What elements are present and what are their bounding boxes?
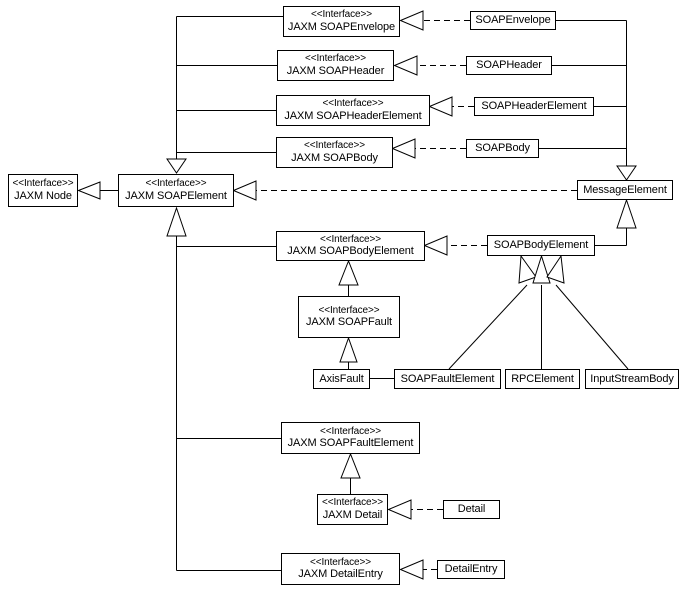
stereotype-label: <<Interface>>: [12, 178, 74, 190]
node-detail[interactable]: Detail: [443, 500, 500, 519]
node-jaxm-soapfault[interactable]: <<Interface>> JAXM SOAPFault: [298, 296, 400, 338]
node-label: SOAPHeader: [476, 59, 542, 72]
node-jaxm-detailentry[interactable]: <<Interface>> JAXM DetailEntry: [281, 553, 400, 585]
generalization-arrow-soapelement-top: [166, 158, 187, 174]
node-label: DetailEntry: [444, 563, 498, 576]
realization-arrow-soapheader: [393, 55, 418, 76]
node-jaxm-soapheaderelement[interactable]: <<Interface>> JAXM SOAPHeaderElement: [276, 95, 430, 126]
generalization-arrow-messageelement-top: [616, 165, 637, 181]
generalization-arrow-messageelement-bottom: [616, 198, 637, 229]
generalization-arrow-axisfault: [339, 336, 358, 363]
realization-arrow-soapbody: [391, 138, 416, 159]
node-jaxm-soapheader[interactable]: <<Interface>> JAXM SOAPHeader: [277, 50, 394, 81]
node-jaxm-detail[interactable]: <<Interface>> JAXM Detail: [317, 494, 388, 525]
realization-arrow-detail: [387, 499, 412, 520]
node-label: SOAPHeaderElement: [481, 100, 587, 113]
node-jaxm-soapbodyelement[interactable]: <<Interface>> JAXM SOAPBodyElement: [276, 231, 425, 261]
generalization-arrow-jaxm-node: [77, 181, 101, 200]
node-label: AxisFault: [319, 372, 364, 385]
realization-arrow-soapenvelope: [399, 10, 424, 31]
node-label: JAXM SOAPBody: [291, 151, 378, 164]
node-soapenvelope[interactable]: SOAPEnvelope: [470, 11, 556, 30]
node-label: JAXM DetailEntry: [298, 568, 383, 581]
node-soapbody[interactable]: SOAPBody: [466, 139, 539, 158]
node-label: JAXM SOAPFault: [305, 316, 392, 329]
node-label: JAXM SOAPHeader: [286, 64, 385, 77]
node-detailentry[interactable]: DetailEntry: [437, 560, 505, 579]
node-soapheaderelement[interactable]: SOAPHeaderElement: [474, 97, 594, 116]
stereotype-label: <<Interface>>: [320, 425, 381, 437]
node-label: Detail: [457, 503, 486, 516]
node-soapfaultelement[interactable]: SOAPFaultElement: [394, 369, 501, 389]
node-label: InputStreamBody: [590, 372, 674, 385]
node-jaxm-soapelement[interactable]: <<Interface>> JAXM SOAPElement: [118, 174, 234, 207]
node-label: RPCElement: [511, 372, 574, 385]
node-label: SOAPBodyElement: [493, 239, 589, 252]
node-label: SOAPFaultElement: [400, 372, 495, 385]
generalization-arrow-inputstreambody: [546, 254, 565, 284]
stereotype-label: <<Interface>>: [322, 497, 383, 509]
node-soapbodyelement[interactable]: SOAPBodyElement: [487, 235, 595, 256]
node-messageelement[interactable]: MessageElement: [577, 180, 673, 200]
stereotype-label: <<Interface>>: [305, 53, 366, 65]
stereotype-label: <<Interface>>: [320, 233, 381, 245]
generalization-arrow-jaxm-detail: [340, 452, 361, 479]
node-inputstreambody[interactable]: InputStreamBody: [585, 369, 679, 389]
node-label: JAXM Detail: [322, 508, 383, 521]
realization-arrow-detailentry: [399, 559, 424, 580]
stereotype-label: <<Interface>>: [311, 9, 372, 21]
node-label: SOAPBody: [475, 142, 530, 155]
node-jaxm-soapfaultelement[interactable]: <<Interface>> JAXM SOAPFaultElement: [281, 422, 420, 454]
generalization-arrow-soapfaultelement: [518, 254, 537, 284]
node-label: JAXM SOAPFaultElement: [287, 437, 414, 450]
generalization-arrow-soapelement-bottom: [166, 206, 187, 237]
node-jaxm-soapenvelope[interactable]: <<Interface>> JAXM SOAPEnvelope: [283, 6, 400, 37]
node-label: JAXM SOAPEnvelope: [287, 20, 396, 33]
generalization-arrow-soapfault: [338, 259, 359, 286]
stereotype-label: <<Interface>>: [310, 556, 371, 568]
node-label: JAXM SOAPBodyElement: [287, 245, 414, 258]
realization-arrow-soapbodyelement: [423, 235, 448, 256]
realization-arrow-messageelement: [232, 180, 257, 201]
node-soapheader[interactable]: SOAPHeader: [466, 56, 552, 75]
node-label: JAXM SOAPHeaderElement: [284, 109, 422, 122]
node-label: JAXM Node: [14, 189, 72, 202]
generalization-arrow-rpcelement: [532, 254, 551, 284]
node-label: JAXM SOAPElement: [125, 189, 227, 202]
stereotype-label: <<Interface>>: [322, 98, 384, 110]
stereotype-label: <<Interface>>: [145, 178, 207, 190]
node-axisfault[interactable]: AxisFault: [313, 369, 370, 389]
stereotype-label: <<Interface>>: [304, 140, 365, 152]
stereotype-label: <<Interface>>: [318, 304, 380, 316]
node-label: SOAPEnvelope: [475, 14, 551, 27]
node-label: MessageElement: [583, 183, 667, 196]
node-rpcelement[interactable]: RPCElement: [505, 369, 580, 389]
realization-arrow-soapheaderelement: [428, 96, 453, 117]
node-jaxm-node[interactable]: <<Interface>> JAXM Node: [8, 174, 78, 207]
node-jaxm-soapbody[interactable]: <<Interface>> JAXM SOAPBody: [276, 137, 393, 168]
